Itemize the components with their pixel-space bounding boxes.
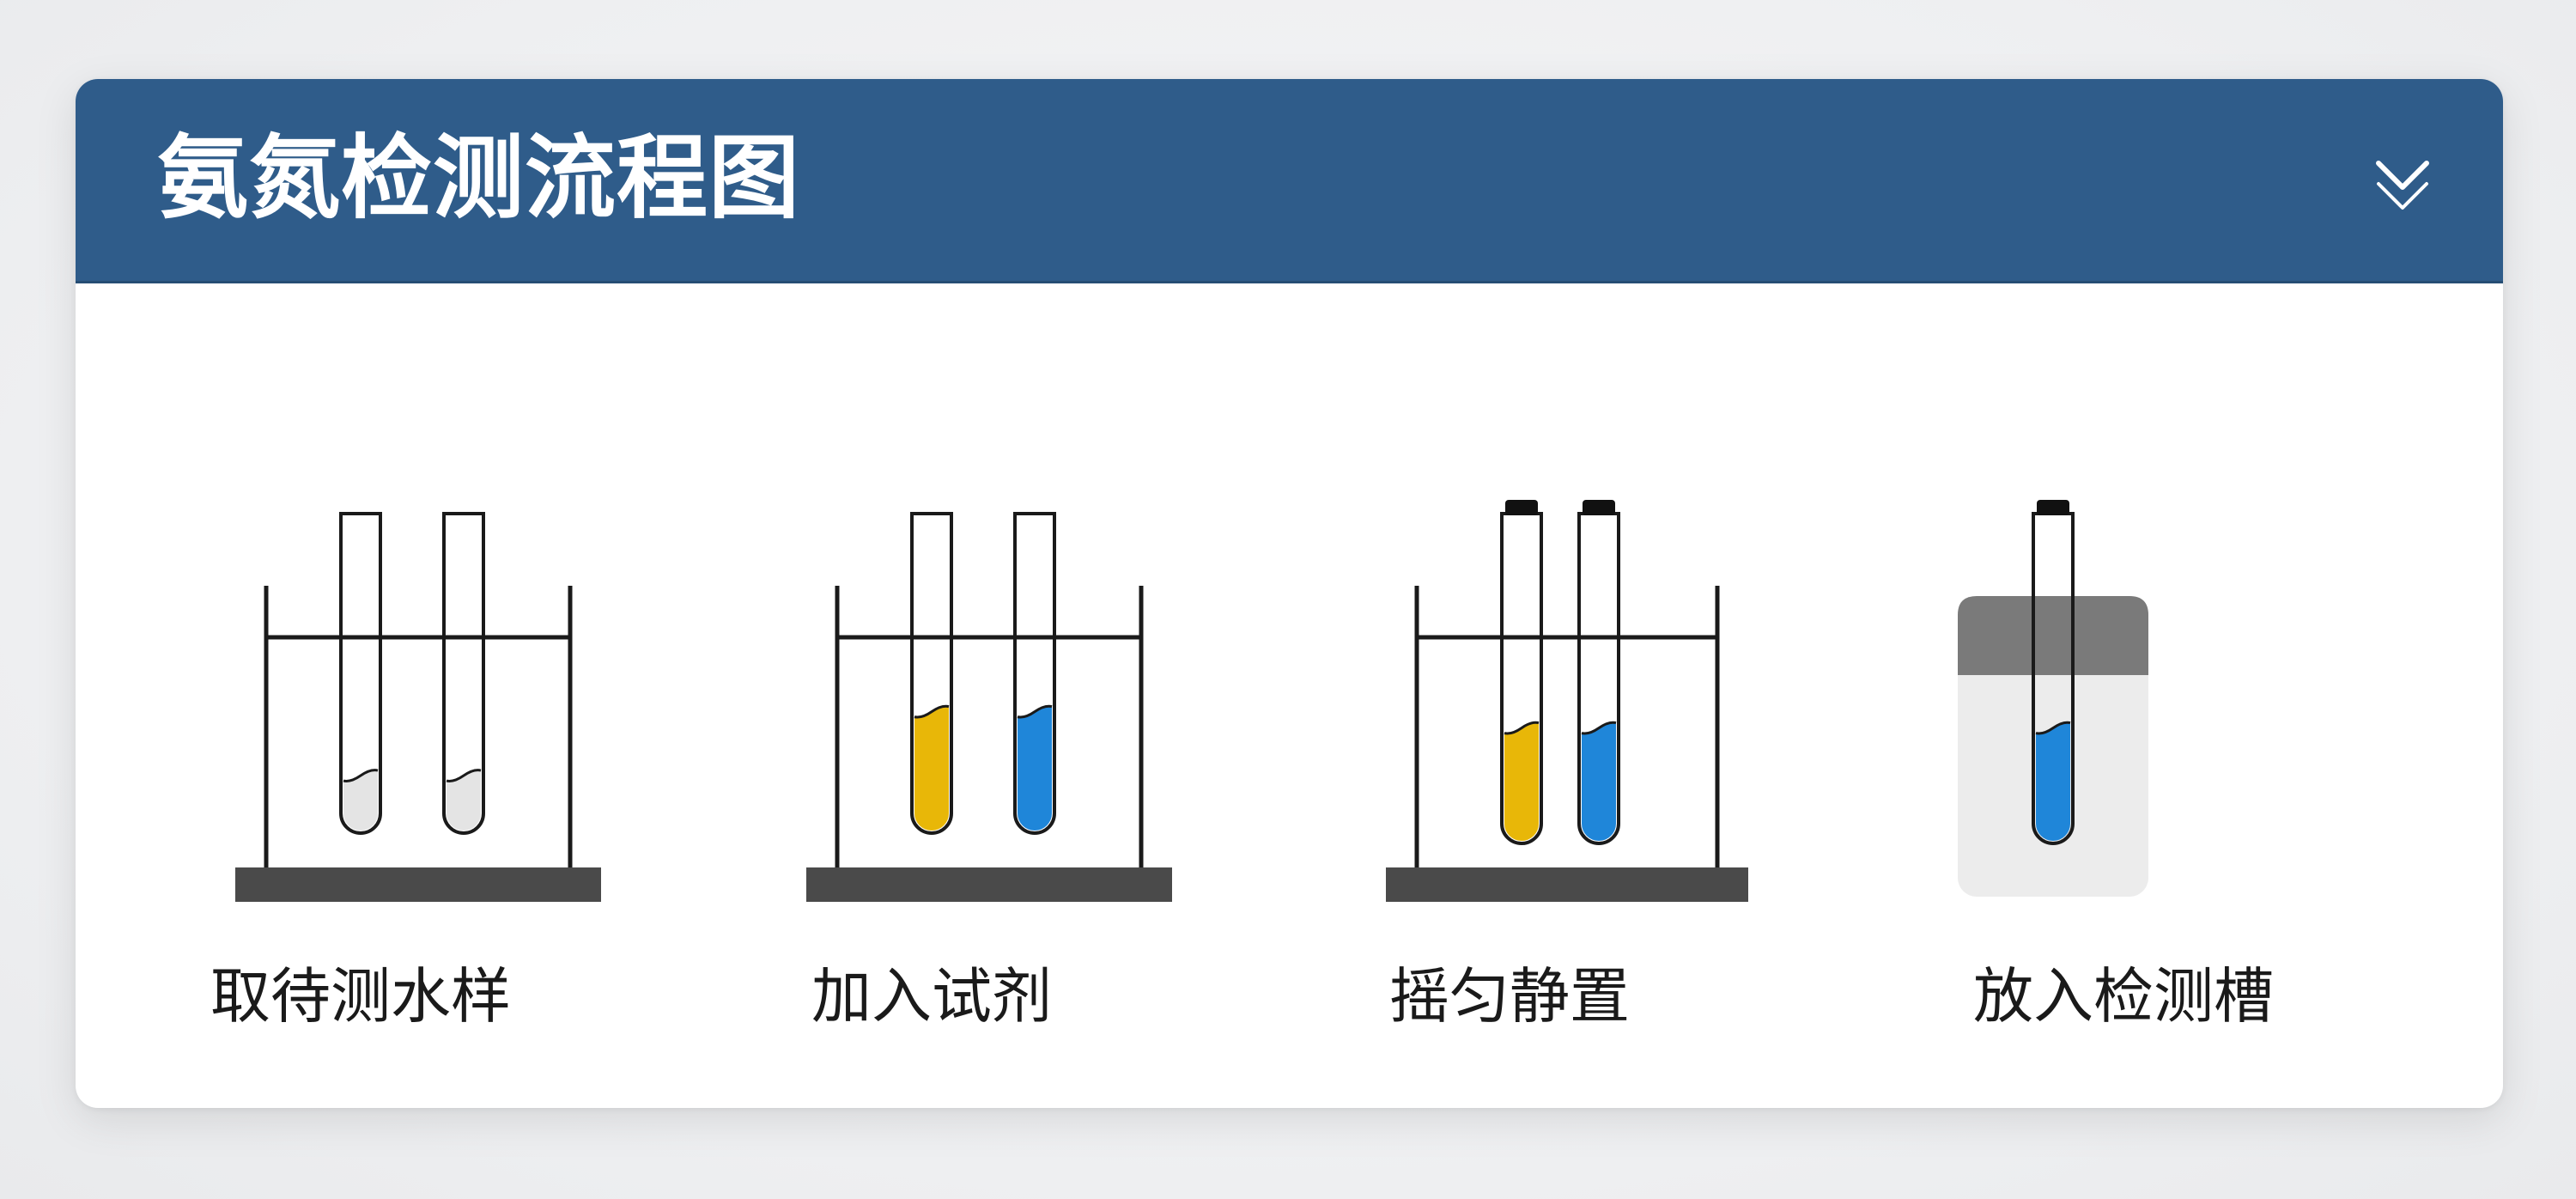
- rack-base: [806, 867, 1172, 902]
- process-diagram: 取待测水样 加入试剂 摇匀静置 放入检测槽: [76, 283, 2503, 1108]
- tube-outline: [1500, 512, 1543, 845]
- step-label-4: 放入检测槽: [1973, 961, 2274, 1032]
- tube-liquid-1-2: [447, 770, 481, 831]
- tube-cap: [1583, 500, 1615, 515]
- test-tube: [339, 512, 382, 835]
- card-header: 氨氮检测流程图: [76, 79, 2503, 283]
- test-tube-rack-3: [1386, 586, 1748, 902]
- diagram-canvas: [235, 500, 2148, 902]
- step-label-3: 摇匀静置: [1389, 961, 1630, 1032]
- tube-cap: [2037, 500, 2069, 515]
- tube-meniscus: [1504, 721, 1540, 735]
- step-label-2: 加入试剂: [811, 961, 1052, 1032]
- tube-outline: [1013, 512, 1056, 835]
- test-tube: [442, 512, 485, 835]
- tube-outline: [910, 512, 953, 835]
- test-tube: [2032, 500, 2075, 845]
- test-tube-rack-2: [806, 586, 1172, 902]
- flowchart-card: 氨氮检测流程图 取待测水样 加入试剂 摇匀静置 放入检测槽: [76, 79, 2503, 1108]
- test-tube: [1013, 512, 1056, 835]
- tube-meniscus: [1017, 704, 1053, 719]
- step-illustration-3: [1386, 500, 1748, 902]
- tube-outline: [1577, 512, 1620, 845]
- tube-meniscus: [343, 769, 379, 782]
- tube-cap: [1505, 500, 1538, 515]
- step-illustration-2: [806, 512, 1172, 902]
- rack-base: [235, 867, 601, 902]
- tube-liquid-4-1: [2036, 722, 2070, 841]
- tube-outline: [442, 512, 485, 835]
- tube-liquid-3-2: [1582, 722, 1616, 841]
- tube-meniscus: [2035, 721, 2071, 735]
- tube-meniscus: [1581, 721, 1617, 735]
- tube-outline: [339, 512, 382, 835]
- test-tube: [910, 512, 953, 835]
- tube-liquid-3-1: [1504, 722, 1539, 841]
- slot-top: [1958, 596, 2148, 675]
- test-tube: [1577, 500, 1620, 845]
- page-title: 氨氮检测流程图: [157, 125, 800, 231]
- tube-outline: [2032, 512, 2075, 845]
- tube-meniscus: [914, 704, 950, 719]
- tube-liquid-2-1: [914, 706, 949, 831]
- tube-liquid-2-2: [1018, 706, 1052, 831]
- step-label-1: 取待测水样: [210, 961, 511, 1032]
- collapse-button[interactable]: [2360, 139, 2445, 225]
- rack-base: [1386, 867, 1748, 902]
- tube-liquid-1-1: [343, 770, 378, 831]
- step-illustration-4: [1958, 500, 2148, 897]
- test-tube: [1500, 500, 1543, 845]
- tube-meniscus: [446, 769, 482, 782]
- step-illustration-1: [235, 512, 601, 902]
- chevron-double-down-icon: [2376, 161, 2429, 210]
- test-tube-rack-1: [235, 586, 601, 902]
